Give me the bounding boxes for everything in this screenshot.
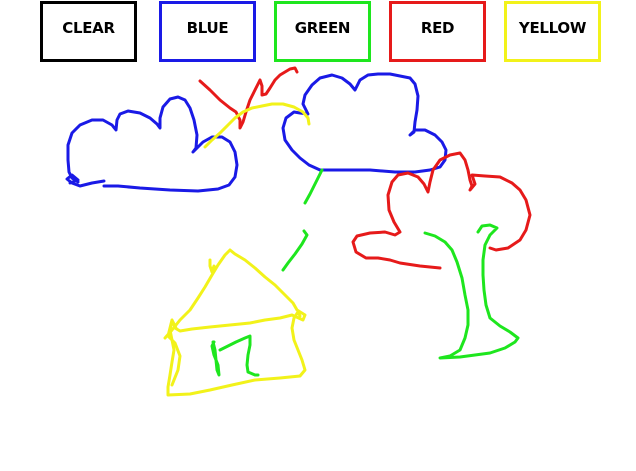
blue-button[interactable]: BLUE — [159, 1, 256, 62]
yellow-stroke-top — [203, 102, 311, 149]
color-toolbar: CLEAR BLUE GREEN RED YELLOW — [0, 0, 636, 68]
red-stroke-top — [198, 66, 299, 130]
red-button[interactable]: RED — [389, 1, 486, 62]
green-stroke-middle-1 — [303, 168, 324, 205]
green-button-label: GREEN — [294, 18, 351, 37]
blue-stroke-cloud-left — [65, 95, 239, 193]
clear-button[interactable]: CLEAR — [40, 1, 137, 62]
blue-stroke-cloud-right — [281, 72, 448, 174]
green-stroke-trunk — [423, 223, 520, 360]
yellow-button-label: YELLOW — [518, 18, 587, 37]
red-stroke-tree — [351, 151, 532, 270]
green-stroke-middle-2 — [281, 229, 309, 272]
yellow-stroke-house — [163, 248, 307, 397]
red-button-label: RED — [420, 18, 455, 37]
green-stroke-door — [210, 334, 260, 377]
blue-button-label: BLUE — [186, 18, 229, 37]
clear-button-label: CLEAR — [62, 18, 115, 37]
yellow-button[interactable]: YELLOW — [504, 1, 601, 62]
green-button[interactable]: GREEN — [274, 1, 371, 62]
